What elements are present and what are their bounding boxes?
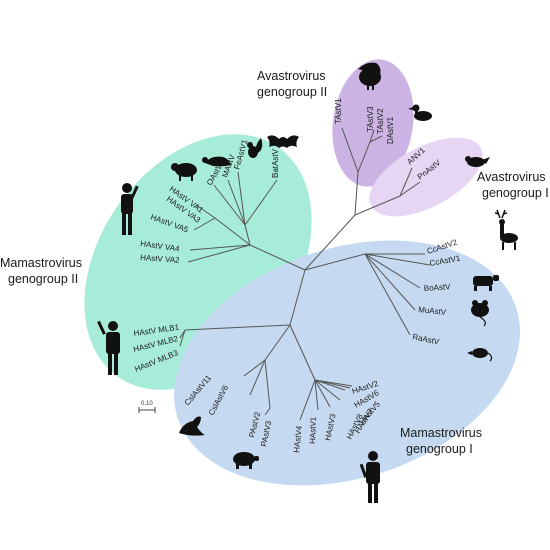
avastrovirus-genogroup-i-label: Avastrovirus genogroup I [477, 170, 549, 200]
leaf-tastv1: TAstV1 [334, 98, 343, 124]
avastrovirus-genogroup-ii-region [332, 59, 414, 187]
pig-icon [233, 452, 259, 469]
mamastrovirus-genogroup-i-label: Mamastrovirus genogroup I [400, 426, 485, 456]
pigeon-icon [465, 156, 490, 167]
leaf-tastv3: TAstV3 [366, 106, 375, 132]
ferret-icon [202, 156, 231, 167]
leaf-dastv1: DAstV1 [386, 116, 395, 144]
squirrel-icon [247, 138, 263, 158]
human-icon [121, 183, 139, 235]
leaf-hastv-va2: HAstV VA2 [140, 253, 181, 265]
duck-icon [408, 104, 432, 121]
sea-lion-icon [179, 416, 205, 436]
leaf-tastv2: TAstV2 [376, 108, 385, 134]
deer-icon [494, 209, 518, 250]
mamastrovirus-genogroup-i-region [174, 240, 520, 486]
mamastrovirus-genogroup-ii-label: Mamastrovirus genogroup II [0, 256, 85, 286]
cow-icon [473, 275, 499, 291]
leaf-hastv4: HAstV4 [292, 425, 304, 453]
bat-icon [267, 135, 299, 148]
sheep-icon [171, 163, 197, 181]
mouse-icon [471, 300, 489, 327]
leaf-batastv: BatAstV [271, 148, 280, 178]
scale-bar: 0.10 [138, 401, 156, 413]
human-icon [97, 320, 120, 375]
leaf-muastv: MuAstV [418, 305, 447, 317]
leaf-boastv: BoAstV [424, 282, 452, 293]
avastrovirus-genogroup-ii-label: Avastrovirus genogroup II [257, 69, 329, 99]
human-icon [359, 451, 380, 503]
leaf-hastv1: HAstV1 [308, 416, 318, 444]
scale-bar-label: 0.10 [141, 401, 153, 407]
tree-branches [179, 127, 431, 421]
rat-icon [467, 348, 493, 362]
turkey-icon [358, 62, 381, 90]
